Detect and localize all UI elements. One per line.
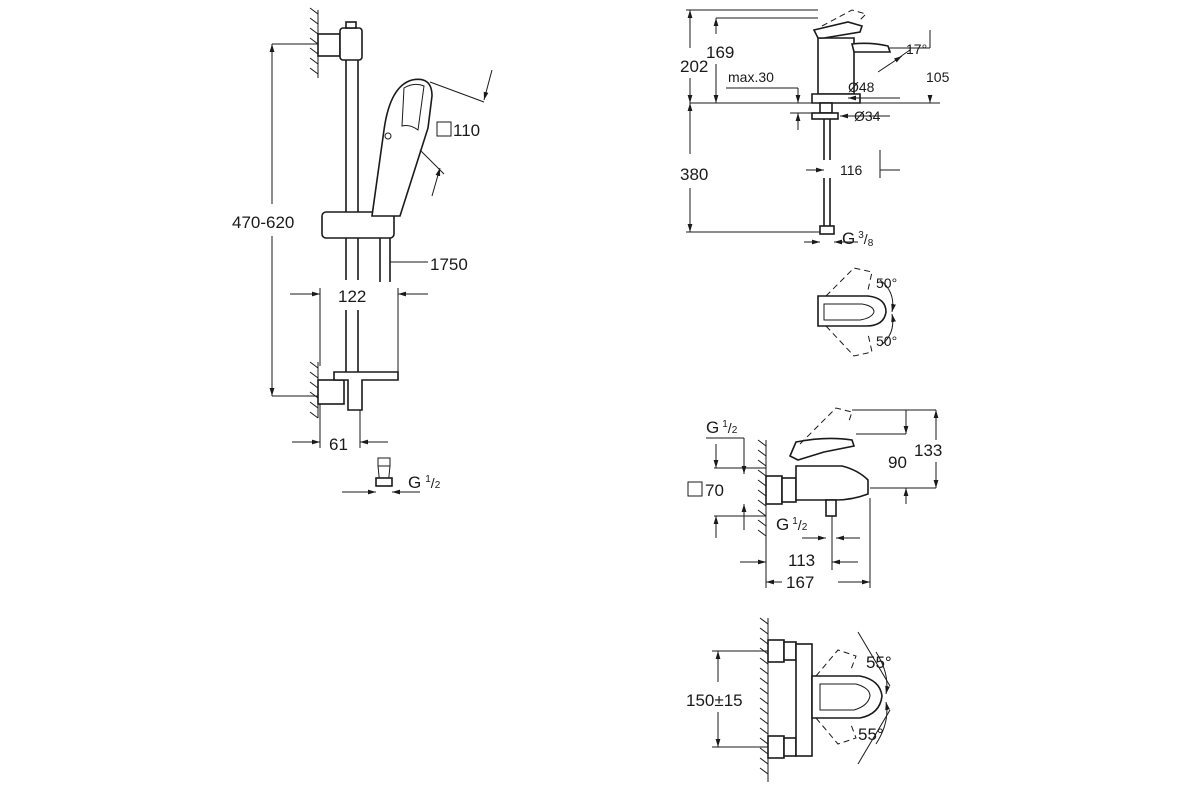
lever-angle-top-label: 55° xyxy=(866,653,892,672)
lever-angle-top-label: 50° xyxy=(876,275,897,291)
slide-rail xyxy=(345,60,359,372)
head-size-label: 110 xyxy=(453,121,480,140)
basin-mixer-shank xyxy=(819,102,833,114)
basin-hose-fitting xyxy=(819,225,835,235)
hose-fitting xyxy=(342,457,420,495)
wall-hatch-bottom xyxy=(309,361,319,419)
rail-spacing-label: 122 xyxy=(338,287,366,306)
spout-height-label: 169 xyxy=(706,43,734,62)
bath-connector xyxy=(781,477,797,503)
wall-offset-label: 61 xyxy=(329,435,348,454)
bottom-wall-bracket xyxy=(317,379,345,405)
tail-offset-label: 116 xyxy=(840,162,863,178)
top-wall-bracket xyxy=(317,33,341,57)
wall-hatch-top xyxy=(309,7,319,78)
hand-shower-face xyxy=(401,83,425,131)
basin-mixer-nut xyxy=(811,112,839,120)
shower-hose xyxy=(379,238,391,282)
hose-length-label: 380 xyxy=(680,165,708,184)
basin-mixer-diagram: 202 169 380 max.30 Ø48 Ø34 17° 105 116 xyxy=(680,9,950,357)
spout-113-label: 113 xyxy=(788,551,815,570)
lever-angle-bottom-label: 50° xyxy=(876,333,897,349)
rail-height-label: 470-620 xyxy=(232,213,294,232)
basin-mixer-lever xyxy=(812,21,864,39)
depth-167-label: 167 xyxy=(786,573,814,592)
bottom-rail-holder xyxy=(333,371,399,411)
spray-button xyxy=(384,132,392,140)
centers-label: 150±15 xyxy=(686,691,743,710)
total-height-label: 202 xyxy=(680,57,708,76)
height-133-label: 133 xyxy=(914,441,942,460)
square-head-icon xyxy=(436,121,452,137)
basin-mixer-spout xyxy=(851,42,892,53)
bath-wall-hatch xyxy=(757,439,767,537)
hose-length-label: 1750 xyxy=(430,255,468,274)
thread-num: 1 xyxy=(425,474,431,485)
max-deck-label: max.30 xyxy=(728,69,774,85)
bath-mixer-outlet xyxy=(825,499,837,517)
bath-top-view: 55° 55° 150±15 xyxy=(686,617,892,782)
top-rail-cap xyxy=(339,27,363,61)
thread-den: 2 xyxy=(435,480,441,491)
base-diameter-label: Ø48 xyxy=(848,79,875,95)
hole-diameter-label: Ø34 xyxy=(854,108,881,124)
spout-angle-label: 17° xyxy=(906,41,927,57)
bath-mixer-body xyxy=(795,465,869,501)
top-cap-knob xyxy=(345,21,357,29)
hand-shower-head xyxy=(371,78,433,217)
height-90-label: 90 xyxy=(888,453,907,472)
bath-wall-flange xyxy=(765,475,783,505)
basin-top-view: 50° 50° xyxy=(817,267,897,357)
slide-holder xyxy=(321,211,395,239)
lever-angle-bottom-label: 55° xyxy=(858,725,884,744)
thread-prefix: G xyxy=(408,473,421,492)
spout-reach-label: 105 xyxy=(926,69,950,85)
bath-mixer-lever xyxy=(788,437,856,461)
flange-size-label: 70 xyxy=(705,481,724,500)
square-flange-icon xyxy=(687,481,703,497)
basin-supply-hose xyxy=(823,119,831,228)
